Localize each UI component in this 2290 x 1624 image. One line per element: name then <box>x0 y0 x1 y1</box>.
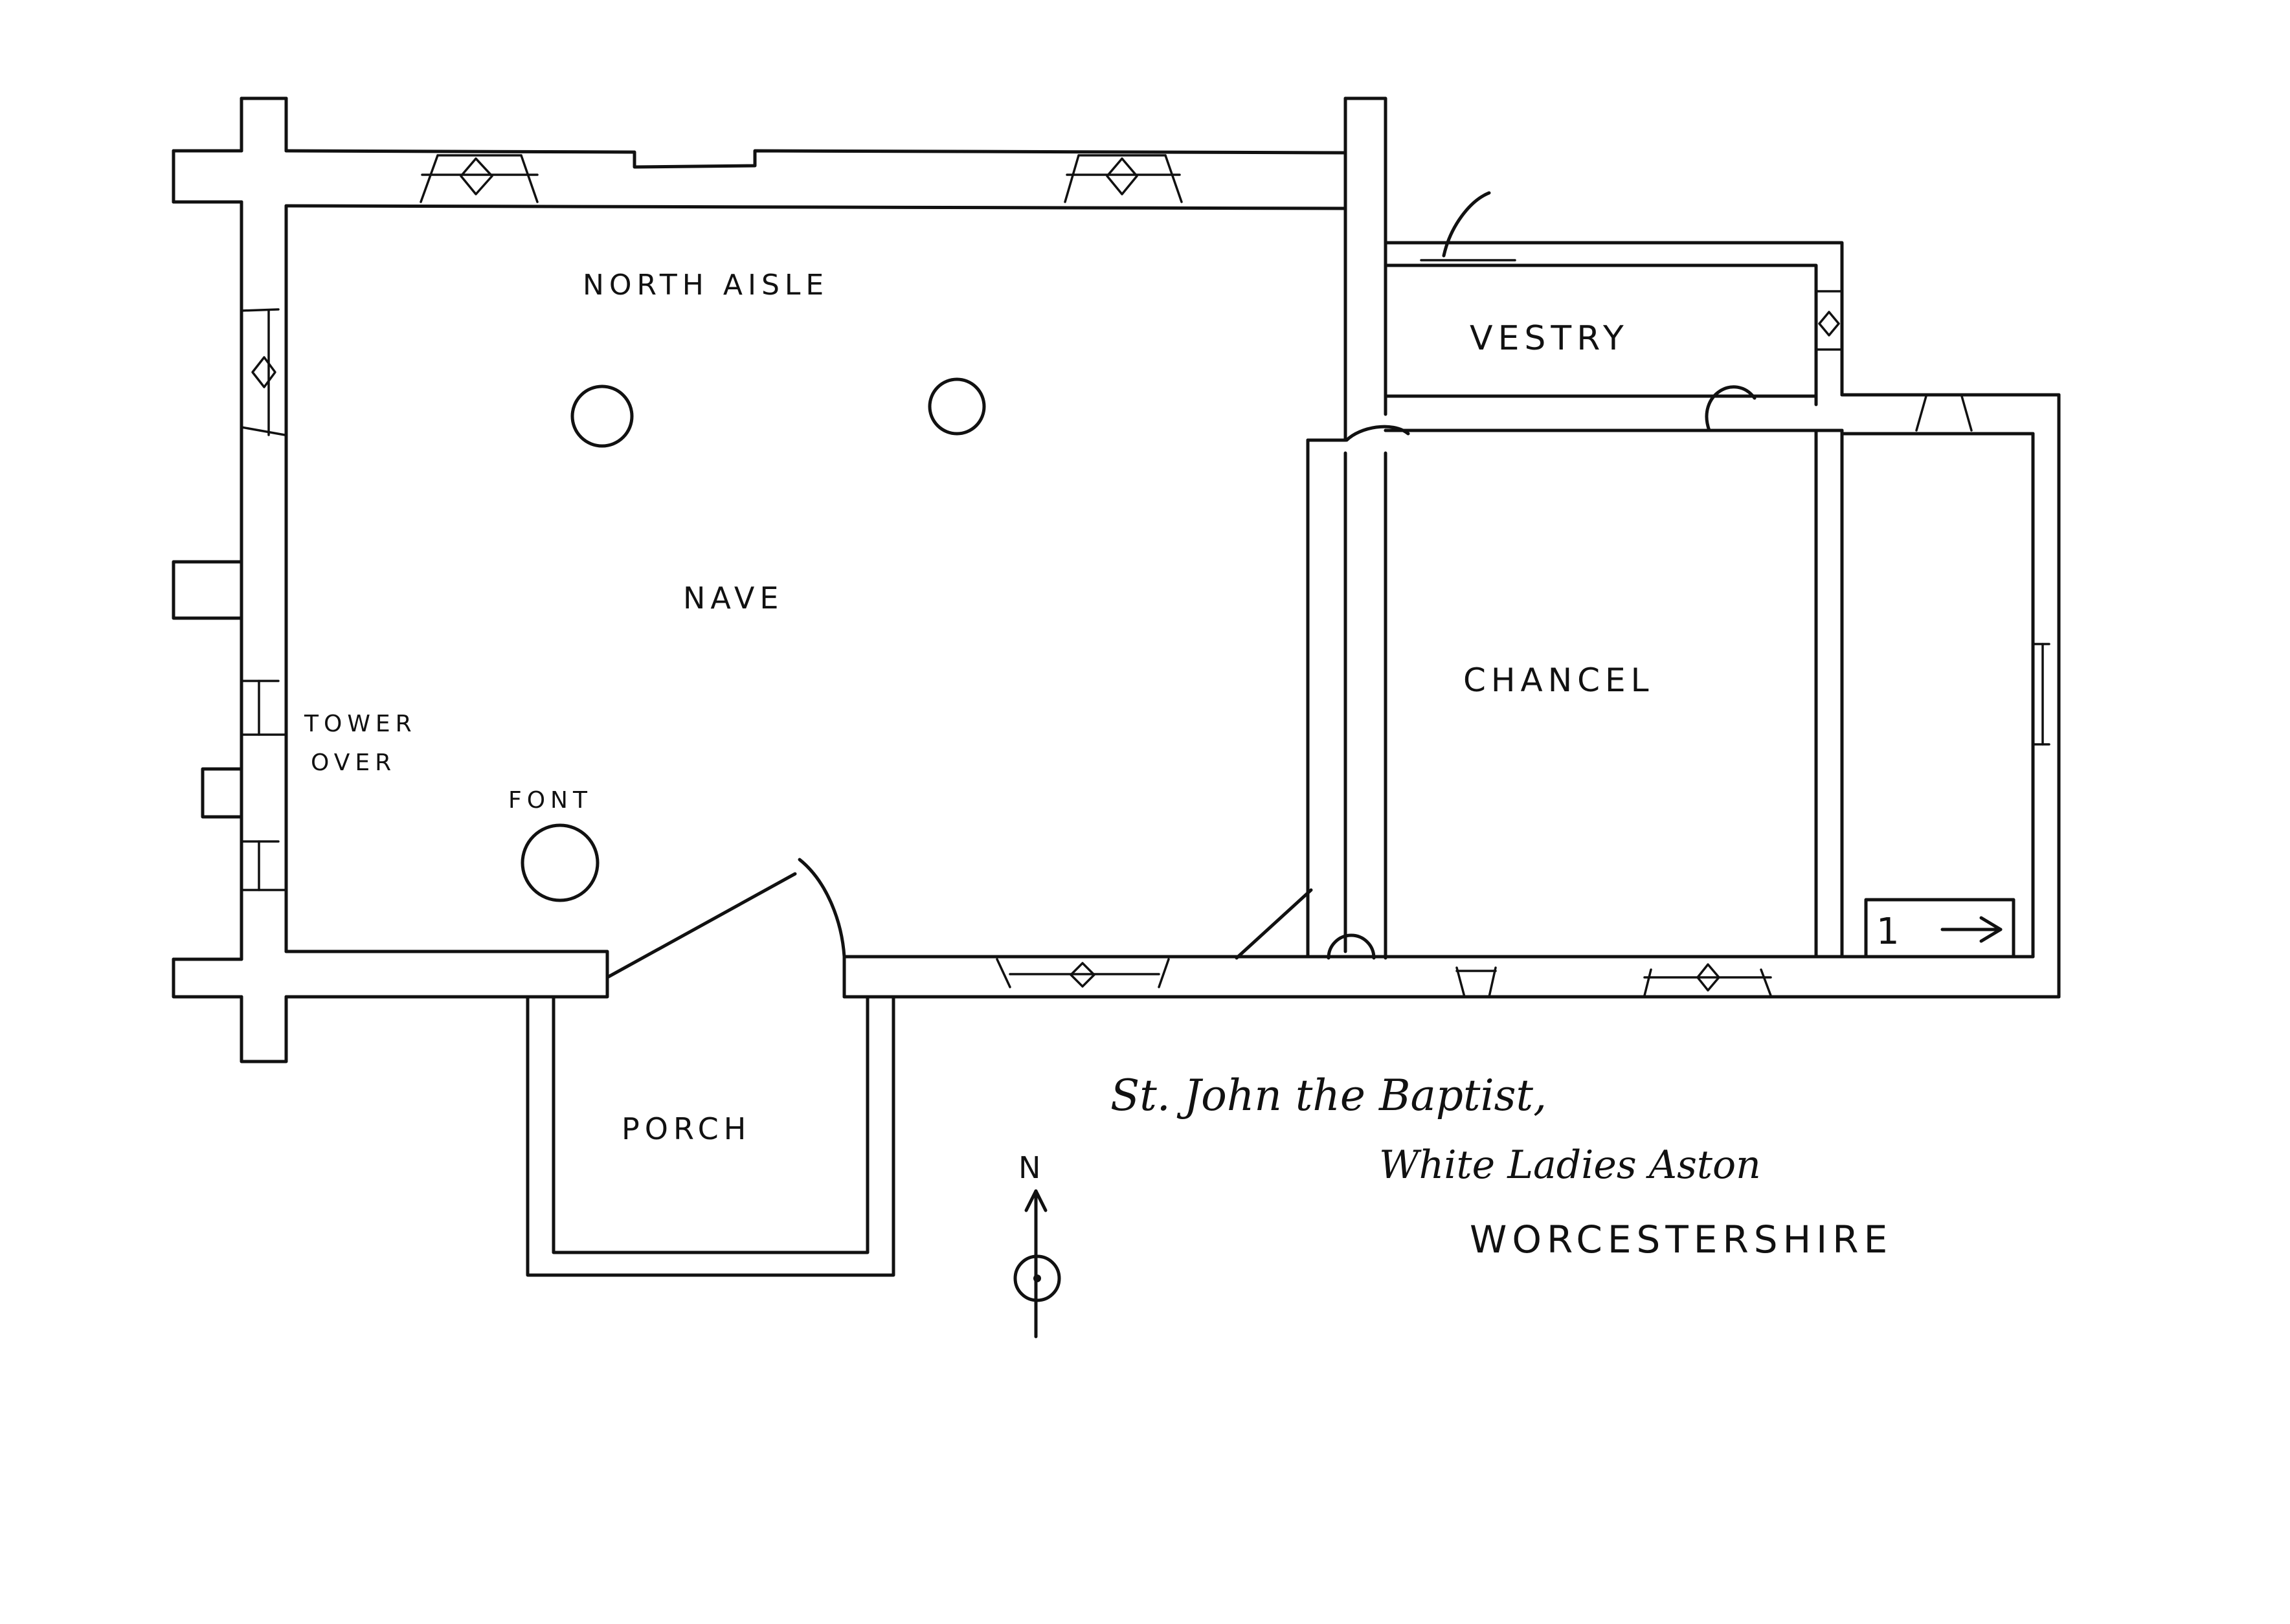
nave-walls <box>172 96 2061 1063</box>
label-nave: NAVE <box>683 581 783 616</box>
label-tower-line2: OVER <box>311 750 396 776</box>
chancel-walls <box>1345 393 2061 999</box>
room-labels: NORTH AISLE NAVE TOWER OVER FONT VESTRY … <box>304 269 1654 1146</box>
pier-east <box>928 377 986 436</box>
caption-line1: St. John the Baptist, <box>1110 1071 1547 1120</box>
label-chancel: CHANCEL <box>1463 662 1654 699</box>
caption: St. John the Baptist, White Ladies Aston… <box>1110 1071 1892 1262</box>
north-compass: N <box>1013 1150 1061 1339</box>
compass-letter: N <box>1018 1150 1046 1185</box>
label-tower-line1: TOWER <box>304 711 417 737</box>
south-door <box>605 858 846 979</box>
porch-walls <box>526 995 895 1277</box>
caption-line2: White Ladies Aston <box>1379 1142 1761 1188</box>
label-font: FONT <box>508 787 592 814</box>
compass-circle <box>1013 1254 1061 1302</box>
vestry-walls <box>1384 191 1844 432</box>
west-windows <box>240 308 287 891</box>
label-porch: PORCH <box>622 1111 751 1146</box>
marker-number: 1 <box>1876 911 1905 953</box>
arcade-piers <box>570 377 986 448</box>
view-marker: 1 <box>1864 898 2015 959</box>
compass-arrow-head <box>1024 1189 1048 1212</box>
label-north-aisle: NORTH AISLE <box>583 269 829 302</box>
caption-line3: WORCESTERSHIRE <box>1470 1218 1892 1262</box>
font-basin <box>521 823 600 902</box>
pier-west <box>570 384 634 448</box>
compass-dot <box>1033 1274 1041 1282</box>
label-vestry: VESTRY <box>1470 319 1629 358</box>
south-windows <box>996 958 1772 998</box>
north-windows <box>420 154 1183 203</box>
